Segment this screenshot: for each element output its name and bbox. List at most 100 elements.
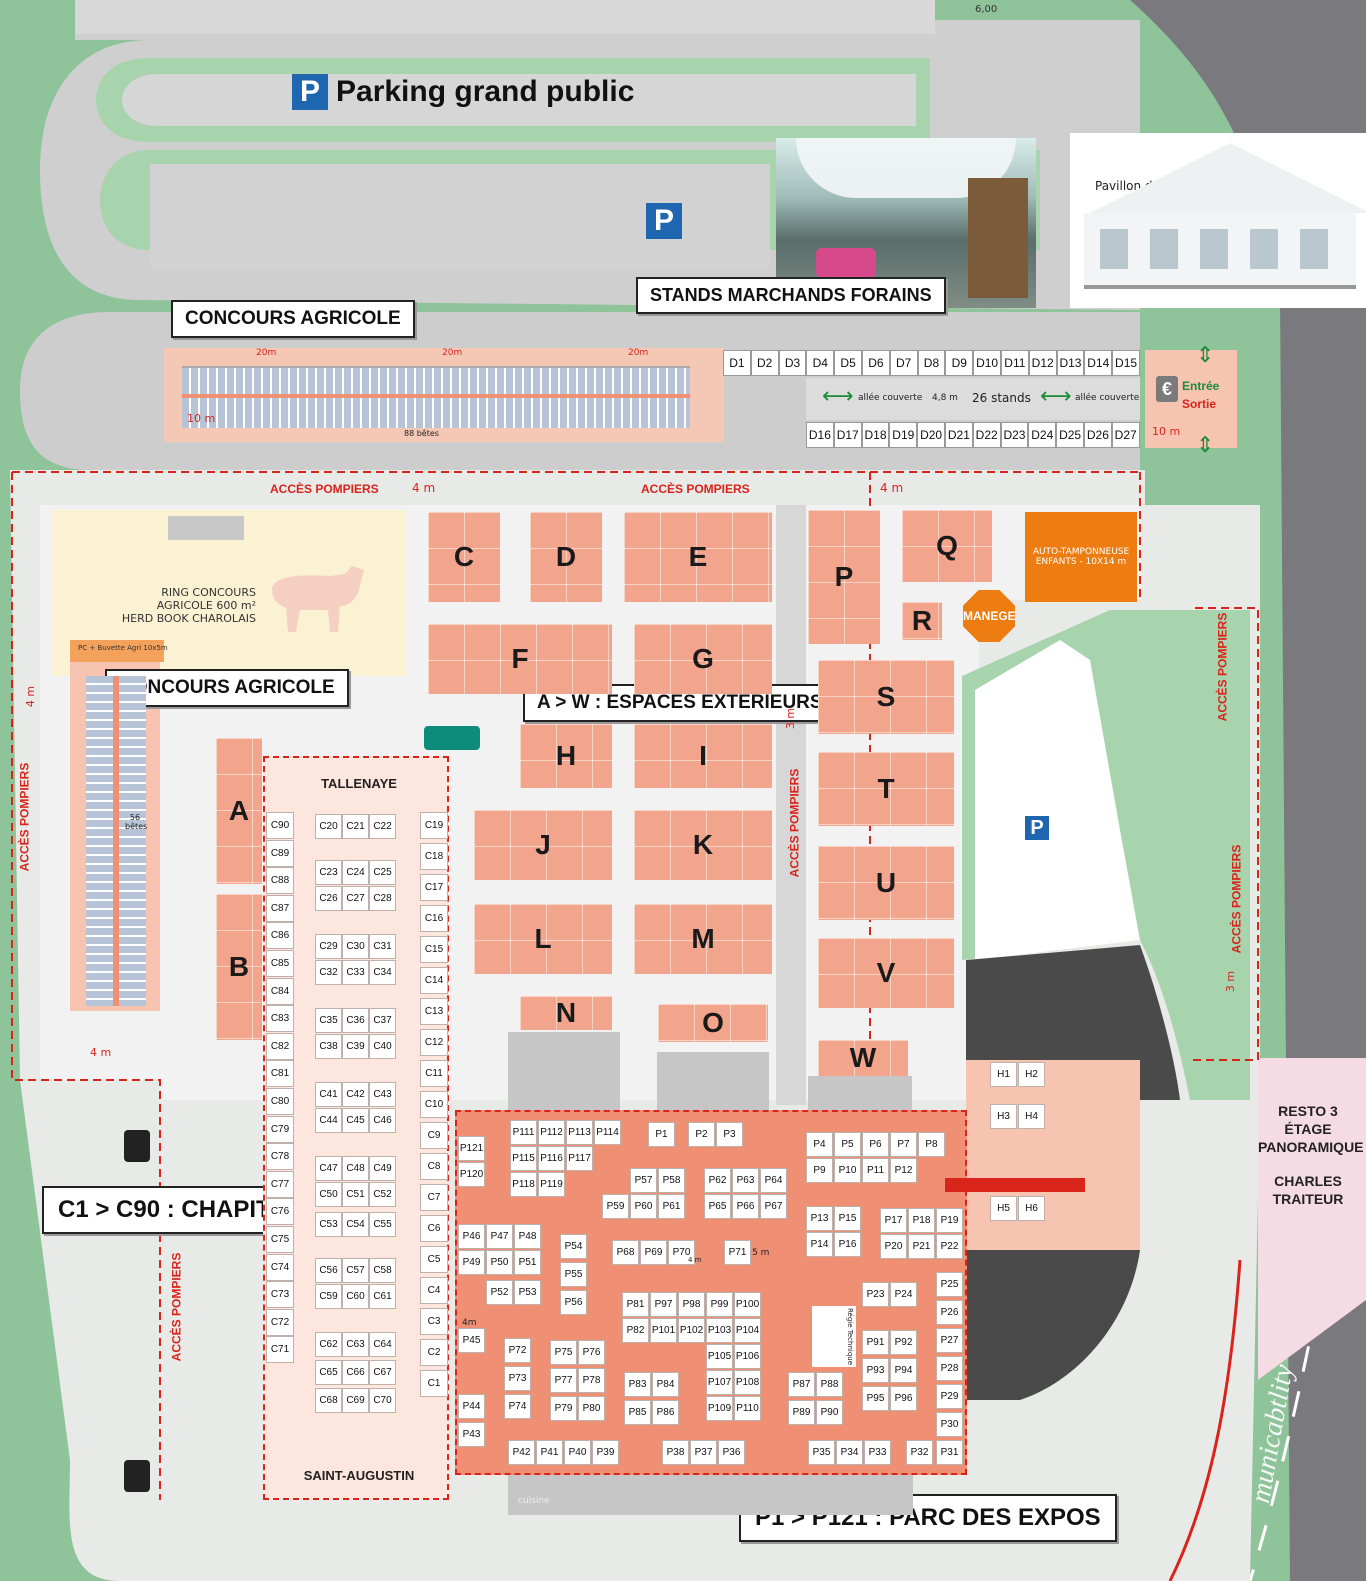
- chapiteau-stand: C75: [266, 1226, 294, 1253]
- outdoor-space-label: J: [535, 829, 551, 860]
- parc-stand: P71: [724, 1240, 751, 1265]
- outdoor-space-b: B: [216, 894, 262, 1040]
- chapiteau-stand: C88: [266, 867, 294, 895]
- chapiteau-stand: C43: [369, 1082, 396, 1107]
- outdoor-space-label: P: [834, 561, 854, 592]
- access-4m-left: 4 m: [24, 685, 38, 708]
- cuisine-label: cuisine: [518, 1496, 550, 1506]
- dark-building-south: [966, 1250, 1140, 1400]
- outdoor-space-label: V: [876, 957, 896, 988]
- chapiteau-stand: C56: [315, 1258, 342, 1283]
- left-concours-count: 56 bêtes: [125, 813, 148, 831]
- chapiteau-stand: C72: [266, 1308, 294, 1336]
- parc-stand: P30: [936, 1412, 963, 1437]
- chapiteau-stand: C46: [369, 1108, 396, 1133]
- chapiteau-stand: C60: [342, 1284, 369, 1309]
- parc-stand: P3: [716, 1122, 743, 1147]
- outdoor-space-label: D: [555, 541, 577, 572]
- parc-stand: P76: [578, 1340, 605, 1365]
- parc-stand: P114: [594, 1120, 621, 1145]
- manege: MANEGE: [963, 590, 1015, 642]
- chapiteau-stand: C37: [369, 1008, 396, 1033]
- chapiteau-stand: C66: [342, 1360, 369, 1385]
- extinguisher-icon-2: [124, 1460, 150, 1492]
- parc-stand: P110: [734, 1396, 761, 1421]
- outdoor-space-label: C: [453, 541, 475, 572]
- d-stand: D21: [944, 422, 973, 448]
- chapiteau-stand: C34: [369, 960, 396, 985]
- sortie-label: Sortie: [1182, 397, 1217, 411]
- d-stand: D15: [1112, 350, 1140, 376]
- chapiteau-stand: C53: [315, 1212, 342, 1237]
- d-stand: D10: [973, 350, 1001, 376]
- parc-stand: P112: [538, 1120, 565, 1145]
- chapiteau-stand: C63: [342, 1332, 369, 1357]
- parc-stand: P60: [630, 1194, 657, 1219]
- parc-stand: P66: [732, 1194, 759, 1219]
- d-stand: D16: [806, 422, 834, 448]
- chapiteau-stand: C45: [342, 1108, 369, 1133]
- entree-label: Entrée: [1182, 379, 1220, 393]
- parc-stand: P46: [458, 1224, 485, 1249]
- chapiteau-stand: C49: [369, 1156, 396, 1181]
- parc-stand: P11: [862, 1158, 889, 1183]
- d-stand: D18: [861, 422, 890, 448]
- outdoor-space-label: H: [555, 740, 577, 771]
- resto-line-1: RESTO 3: [1278, 1103, 1338, 1119]
- outdoor-space-label: R: [911, 605, 933, 636]
- d-stand: D8: [917, 350, 946, 376]
- chapiteau-stand: C67: [369, 1360, 396, 1385]
- parc-stand: P2: [688, 1122, 715, 1147]
- parc-note: 4m: [462, 1318, 477, 1328]
- parking-p-icon: P: [292, 74, 328, 110]
- parc-stand: P92: [890, 1330, 917, 1355]
- parc-stand: P107: [706, 1370, 733, 1395]
- parc-stand: P51: [514, 1250, 541, 1275]
- access-label-top-2: ACCÈS POMPIERS: [641, 482, 750, 496]
- allee-arrow-right: ⟷: [1040, 384, 1072, 409]
- parc-stand: P95: [862, 1386, 889, 1411]
- parc-stand: P57: [630, 1168, 657, 1193]
- chapiteau-stand: C17: [420, 874, 448, 901]
- chapiteau-stand: C50: [315, 1182, 342, 1207]
- parc-stand: P105: [706, 1344, 733, 1369]
- parc-stand: P85: [624, 1400, 651, 1425]
- red-boundary: [1168, 1259, 1242, 1581]
- d-stand: D19: [889, 422, 918, 448]
- parc-stand: P5: [834, 1132, 861, 1157]
- chapiteau-stand: C13: [420, 998, 448, 1025]
- parc-stand: P54: [560, 1234, 587, 1259]
- parc-stand: P6: [862, 1132, 889, 1157]
- parc-stand: P38: [662, 1440, 689, 1465]
- parc-stand: P49: [458, 1250, 485, 1275]
- parc-stand: P70: [668, 1240, 695, 1265]
- ring-line-1: RING CONCOURS: [161, 586, 256, 599]
- parc-stand: P10: [834, 1158, 861, 1183]
- parc-stand: P118: [510, 1172, 537, 1197]
- parc-stand: P14: [806, 1232, 833, 1257]
- outdoor-space-k: K: [634, 810, 772, 880]
- outdoor-space-label: A: [228, 795, 250, 826]
- parc-stand: P63: [732, 1168, 759, 1193]
- chapiteau-stand: C27: [342, 886, 369, 911]
- outdoor-space-l: L: [474, 904, 612, 974]
- chapiteau-stand: C78: [266, 1143, 294, 1171]
- d-stand: D14: [1084, 350, 1113, 376]
- access-label-bottom-left: ACCÈS POMPIERS: [169, 1252, 184, 1362]
- hall-stand: H6: [1018, 1196, 1045, 1221]
- allee-bar: [806, 378, 1140, 420]
- resto-building: [1258, 1058, 1366, 1380]
- parc-stand: P55: [560, 1262, 587, 1287]
- parc-stand: P94: [890, 1358, 917, 1383]
- chapiteau-stand: C85: [266, 950, 294, 977]
- d-stand: D2: [750, 350, 779, 376]
- chapiteau-stand: C59: [315, 1284, 342, 1309]
- pavillon-windows: [1100, 229, 1350, 269]
- resto-label: RESTO 3 ÉTAGE PANORAMIQUE CHARLES TRAITE…: [1258, 1102, 1364, 1208]
- auto-line-2: ENFANTS - 10X14 m: [1035, 557, 1127, 567]
- concours-depth: 10 m: [187, 412, 216, 425]
- outdoor-space-label: L: [534, 923, 552, 954]
- chapiteau-stand: C47: [315, 1156, 342, 1181]
- resto-line-4: CHARLES: [1274, 1173, 1342, 1189]
- red-walkway: [945, 1178, 1085, 1192]
